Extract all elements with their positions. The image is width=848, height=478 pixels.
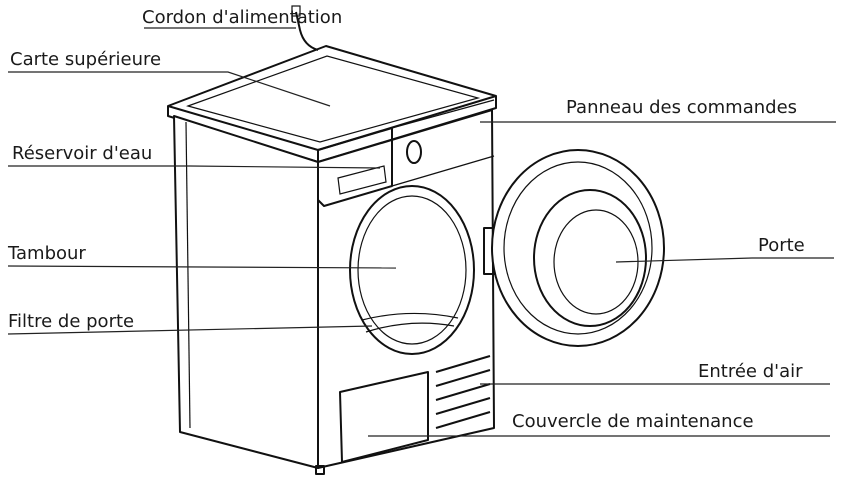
leader-water-tank (8, 165, 381, 169)
door-ring (503, 161, 653, 335)
side-panel (173, 115, 319, 469)
knob-icon (406, 140, 422, 164)
door-glass-inner (553, 209, 639, 315)
leader-door-filter (7, 325, 373, 335)
label-air-inlet: Entrée d'air (698, 361, 803, 382)
door-outer-ring (491, 149, 665, 347)
side-edge-line (185, 121, 191, 429)
control-top-edge (391, 99, 495, 129)
label-maintenance-cover: Couvercle de maintenance (512, 411, 754, 432)
label-drum: Tambour (8, 243, 86, 264)
leader-top-cover (8, 71, 331, 107)
label-top-cover: Carte supérieure (10, 49, 162, 70)
control-bottom-edge (391, 155, 495, 187)
door-glass (533, 189, 647, 327)
filter-grid (365, 322, 455, 333)
label-door: Porte (758, 235, 805, 256)
drum-outer (349, 185, 475, 355)
drum-inner (357, 195, 467, 345)
label-door-filter: Filtre de porte (8, 311, 135, 332)
label-control-panel: Panneau des commandes (566, 97, 798, 118)
leader-door (615, 257, 834, 263)
power-plug (291, 5, 301, 17)
leader-drum (7, 265, 397, 269)
top-cover-inner (186, 55, 481, 143)
foot (315, 465, 325, 475)
air-inlet-vents (435, 355, 491, 429)
water-tank-handle (337, 165, 387, 195)
filter-edge (361, 312, 459, 321)
label-power-cord: Cordon d'alimentation (142, 7, 343, 28)
power-cord (295, 11, 319, 51)
water-tank-drawer (317, 127, 393, 207)
maintenance-cover-outline (339, 371, 429, 463)
label-water-tank: Réservoir d'eau (12, 143, 153, 164)
